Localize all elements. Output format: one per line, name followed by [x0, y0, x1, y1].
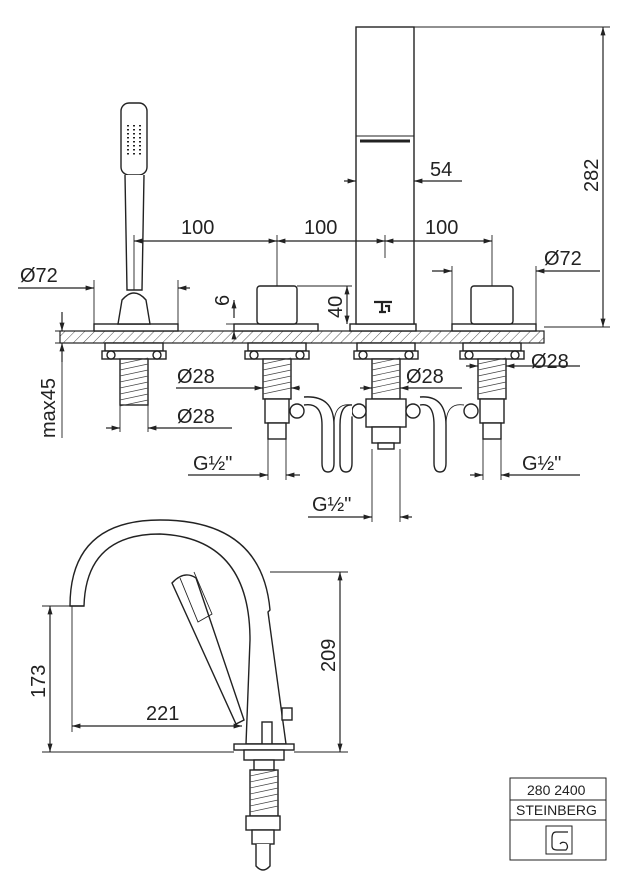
dim-173: 173 — [28, 605, 234, 753]
dim-dia28-left-top: Ø28 — [176, 366, 300, 391]
side-handshower — [171, 574, 245, 725]
dim-dia72-left: Ø72 — [18, 265, 190, 324]
dim-100-b: 100 — [304, 217, 337, 239]
dim-dia28-center-label: Ø28 — [406, 366, 444, 388]
front-elevation: 100 100 100 54 282 Ø72 — [18, 26, 610, 522]
dim-thread-center-label: G½" — [312, 494, 351, 516]
brand-name: STEINBERG — [516, 802, 597, 818]
dim-dia72-left-label: Ø72 — [20, 265, 58, 287]
dim-173-label: 173 — [28, 665, 50, 698]
dim-max45: max45 — [38, 312, 94, 438]
dim-209-label: 209 — [318, 639, 340, 672]
dim-54: 54 — [344, 159, 462, 184]
deck-plate — [59, 330, 545, 344]
valve-handle-right — [470, 285, 514, 325]
dim-209: 209 — [270, 571, 348, 753]
dim-max45-label: max45 — [38, 378, 60, 438]
dim-100-c: 100 — [425, 217, 458, 239]
underdeck-valve-right — [445, 342, 525, 440]
dim-dia28-left-bottom-label: Ø28 — [177, 406, 215, 428]
dim-thread-left-label: G½" — [193, 453, 232, 475]
dim-dia28-left-top-label: Ø28 — [177, 366, 215, 388]
dim-282-label: 282 — [581, 159, 603, 192]
dim-thread-center: G½" — [308, 449, 412, 522]
title-block: 280 2400 STEINBERG — [509, 777, 607, 861]
dim-dia72-right: Ø72 — [432, 248, 600, 324]
rosette-spout — [349, 323, 417, 332]
rosette-handshower — [93, 323, 179, 332]
rosette-valve-left — [233, 323, 319, 332]
dim-6: 6 — [212, 295, 242, 340]
side-elevation: 173 209 221 — [28, 519, 348, 871]
underdeck-valve-left — [244, 342, 335, 473]
dim-6-label: 6 — [212, 295, 234, 306]
valve-handle-left — [256, 285, 298, 325]
dim-54-label: 54 — [430, 159, 452, 181]
dim-40-label: 40 — [325, 296, 347, 318]
dim-thread-right: G½" — [470, 439, 580, 480]
underdeck-left — [101, 342, 167, 407]
brand-logo-icon — [545, 825, 573, 855]
underdeck-spout — [333, 342, 447, 473]
dim-dia28-right-label: Ø28 — [531, 351, 569, 373]
dim-thread-right-label: G½" — [522, 453, 561, 475]
spray-holes — [127, 125, 141, 155]
spout-column — [355, 26, 415, 325]
hand-shower — [117, 102, 151, 325]
dim-221-label: 221 — [146, 703, 179, 725]
dim-221: 221 — [71, 606, 242, 732]
dim-40: 40 — [297, 285, 352, 324]
dim-dia28-right: Ø28 — [466, 351, 580, 373]
dim-spacing: 100 100 100 — [133, 217, 493, 290]
dim-dia28-left-bottom: Ø28 — [106, 405, 232, 432]
rosette-valve-right — [451, 323, 537, 332]
dim-dia72-right-label: Ø72 — [544, 248, 582, 270]
dim-dia28-center: Ø28 — [360, 366, 462, 391]
dim-100-a: 100 — [181, 217, 214, 239]
dim-thread-left: G½" — [188, 439, 300, 480]
product-code: 280 2400 — [527, 782, 586, 798]
dim-282: 282 — [414, 26, 610, 328]
